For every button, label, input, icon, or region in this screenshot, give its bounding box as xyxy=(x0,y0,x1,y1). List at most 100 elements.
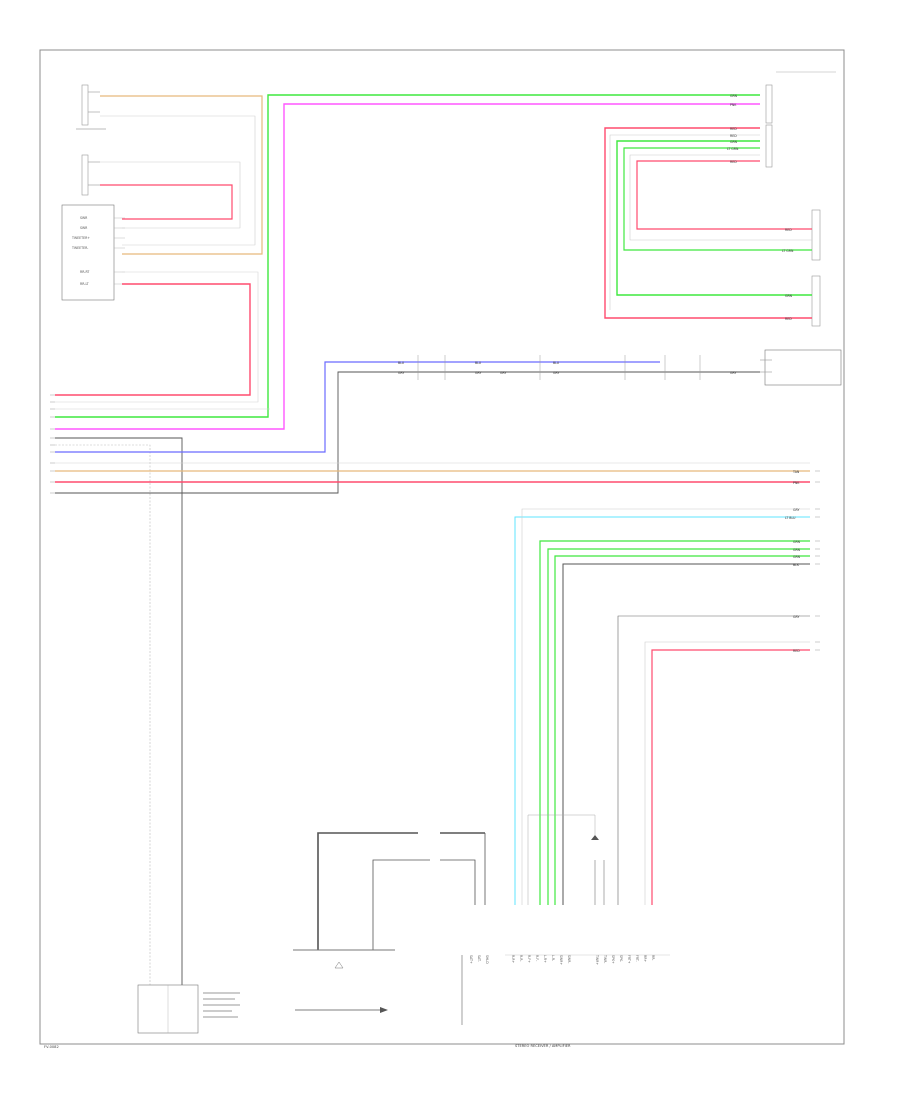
pin-label: TWEETER+ xyxy=(71,236,90,240)
pin-label: R-R- xyxy=(519,955,523,961)
left-tweeter-component xyxy=(76,84,106,130)
pin-label: SPK+ xyxy=(611,955,615,964)
left-connector-block xyxy=(61,204,125,301)
wire-tag: LT GRN xyxy=(782,249,794,253)
wire-tags-bus: BLU GRY BLU GRY GRY BLU GRY GRY xyxy=(398,361,736,375)
wire-tag: GRN xyxy=(793,540,801,544)
right-speaker-component xyxy=(811,209,821,327)
diagram-frame xyxy=(39,49,845,1045)
footer-left-label: FV-0082 xyxy=(44,1045,59,1049)
gray-wire-lower-2 xyxy=(644,641,810,905)
wire-tag: GRY xyxy=(793,615,799,619)
green-wire-top xyxy=(55,94,760,418)
pin-label: RR-RT xyxy=(80,270,89,274)
wire-tag: PNK xyxy=(730,103,737,107)
pin-label: R-F- xyxy=(535,955,539,961)
pin-label: R-R+ xyxy=(511,955,515,963)
wire-tag: RED xyxy=(730,127,737,131)
wire-tag: LT BLU xyxy=(785,516,796,520)
wire-tag: GRN xyxy=(785,294,793,298)
receiver-component-box xyxy=(527,814,605,905)
red-wire-right-2 xyxy=(636,160,812,230)
red-wire-lower xyxy=(651,649,810,905)
wire-tag: GRY xyxy=(475,371,481,375)
magenta-wire-top xyxy=(55,103,760,430)
pin-label: SHLD xyxy=(485,955,489,964)
wire-tag: GRN xyxy=(793,555,801,559)
gray-wire-right-2 xyxy=(629,154,812,241)
green-wire-right-1 xyxy=(616,140,812,296)
wire-tag: LT GRN xyxy=(727,147,739,151)
gray-wire-left-rr xyxy=(55,271,259,403)
wire-tag: RED xyxy=(793,649,800,653)
dark-wire-down xyxy=(55,437,183,985)
pin-label: SWR xyxy=(80,226,88,230)
pin-label: SWR+ xyxy=(559,955,563,965)
wire-tag: GRY xyxy=(793,508,799,512)
pin-label: RR+ xyxy=(643,955,647,962)
green-wire-mid-1 xyxy=(539,540,810,905)
wire-tag: GRN xyxy=(793,548,801,552)
wire-tag: BLK xyxy=(793,563,800,567)
green-wire-right-2 xyxy=(623,147,812,251)
right-pin-ticks xyxy=(815,470,820,651)
pin-label: SAT+ xyxy=(469,955,473,964)
pin-label: TWEETER- xyxy=(71,246,88,250)
left-connector-pin-labels: SWR SWR TWEETER+ TWEETER- RR-RT RR-LT xyxy=(71,216,90,286)
wire-tag: BLU xyxy=(398,361,405,365)
dark-wire-bus xyxy=(55,371,760,494)
pin-label: L-R+ xyxy=(543,955,547,963)
wire-tag: GRN xyxy=(730,140,738,144)
wire-tag: RED xyxy=(730,160,737,164)
gray-wire-lower xyxy=(617,615,810,905)
wire-tag: TAN xyxy=(792,470,800,474)
satellite-radio-antenna xyxy=(293,949,395,1013)
wire-tags-top: GRN PNK RED RED GRN LT GRN RED xyxy=(727,94,739,164)
gray-wire-down xyxy=(55,444,151,985)
wire-tag: GRY xyxy=(730,371,736,375)
pin-label: L-R- xyxy=(551,955,555,961)
wire-tag: PNK xyxy=(793,481,800,485)
pin-label: SPK- xyxy=(619,955,623,962)
footer-bottom-label: STEREO RECEIVER / AMPLIFIER xyxy=(515,1044,571,1048)
bottom-pin-labels: SAT+ SAT- SHLD R-R+ R-R- R-F+ R-F- L-R+ … xyxy=(469,954,655,965)
pin-label: R-F+ xyxy=(527,955,531,963)
front-speaker-box xyxy=(137,984,199,1034)
pin-label: FRT- xyxy=(635,955,639,962)
wire-tag: GRY xyxy=(398,371,404,375)
wire-tag: RED xyxy=(730,134,737,138)
right-door-connector xyxy=(765,124,773,168)
right-rear-speaker-component xyxy=(760,349,842,386)
green-wire-mid-3 xyxy=(554,555,810,905)
cyan-wire xyxy=(514,516,810,905)
wire-tag: RED xyxy=(785,317,792,321)
pin-label: SAT- xyxy=(477,955,481,962)
gray-wire-left-mid xyxy=(100,161,241,229)
wire-tag: GRN xyxy=(730,94,738,98)
pin-label: SWR xyxy=(80,216,88,220)
wire-tag: GRY xyxy=(553,371,559,375)
stereo-receiver-connector xyxy=(461,954,670,1025)
bus-connector-marks xyxy=(417,355,701,380)
wire-tag: GRY xyxy=(500,371,506,375)
pin-label: RR- xyxy=(651,955,655,960)
gray-wire-left-top xyxy=(100,115,256,246)
wire-tags-right-rows: TAN PNK GRY LT BLU GRN GRN GRN BLK GRY R… xyxy=(785,470,801,653)
wire-tag: RED xyxy=(785,228,792,232)
red-wire-left-rr xyxy=(55,283,251,396)
front-speaker-label-lines xyxy=(203,992,240,1018)
pin-label: RR-LT xyxy=(80,282,89,286)
left-door-speaker-component xyxy=(81,154,100,196)
wire-tag: BLU xyxy=(475,361,482,365)
wire-tag: BLU xyxy=(553,361,560,365)
left-pin-ticks xyxy=(50,394,55,494)
tan-wire-left xyxy=(100,95,263,255)
antenna-dark-lines xyxy=(317,832,486,950)
pin-label: TWR+ xyxy=(595,954,599,965)
gray-wire-right-1 xyxy=(609,134,760,310)
wire-tags-right-mid: RED LT GRN GRN RED xyxy=(782,228,794,321)
pin-label: FRT+ xyxy=(627,955,631,964)
red-wire-right-1 xyxy=(604,127,812,319)
gray-wire-mid-1 xyxy=(521,508,810,905)
